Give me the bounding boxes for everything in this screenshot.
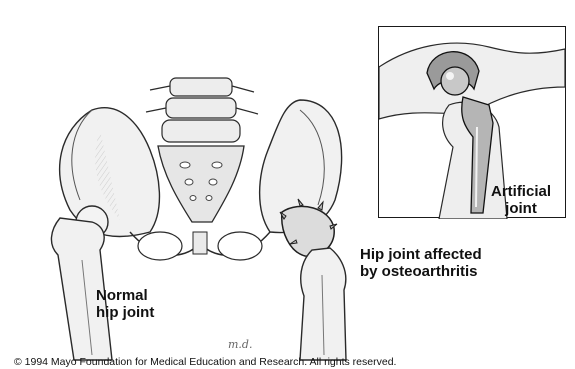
- artificial-joint-label: Artificial joint: [483, 183, 559, 217]
- left-iliac-wing: [60, 108, 160, 237]
- osteoarthritis-hip-label-line2: by osteoarthritis: [360, 263, 482, 280]
- sacrum: [158, 146, 244, 222]
- artist-signature: m.d.: [228, 338, 252, 351]
- artificial-joint-label-line2: joint: [483, 200, 559, 217]
- prosthetic-ball: [441, 67, 469, 95]
- copyright-notice: © 1994 Mayo Foundation for Medical Educa…: [14, 356, 396, 368]
- normal-hip-joint-label-line2: hip joint: [96, 304, 154, 321]
- left-obturator: [138, 232, 182, 260]
- artificial-joint-label-line1: Artificial: [483, 183, 559, 200]
- lumbar-vertebrae: [146, 78, 258, 142]
- osteoarthritis-hip-label: Hip joint affected by osteoarthritis: [360, 246, 482, 280]
- normal-hip-joint-label: Normal hip joint: [96, 287, 154, 321]
- artificial-joint-inset: Artificial joint: [378, 26, 566, 218]
- normal-hip-joint-label-line1: Normal: [96, 287, 154, 304]
- osteoarthritis-hip-label-line1: Hip joint affected: [360, 246, 482, 263]
- right-obturator: [218, 232, 262, 260]
